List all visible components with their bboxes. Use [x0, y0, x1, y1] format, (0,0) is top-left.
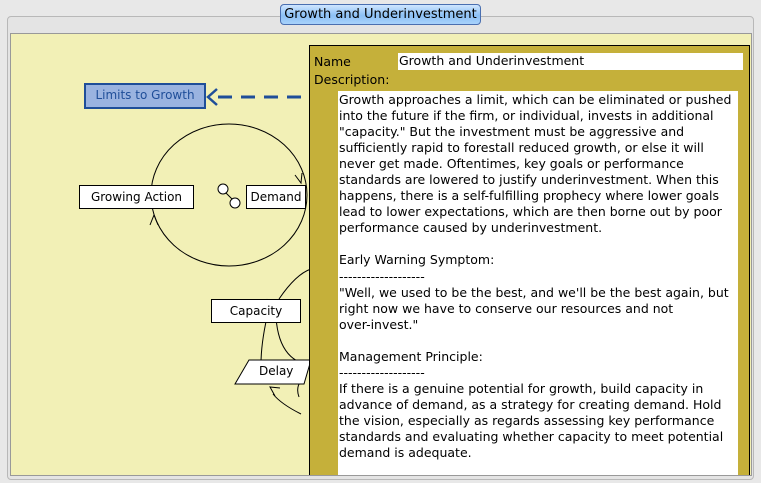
tab-growth-and-underinvestment[interactable]: Growth and Underinvestment: [280, 4, 481, 25]
limits-to-growth-link[interactable]: Limits to Growth: [84, 83, 206, 109]
name-field[interactable]: Growth and Underinvestment: [398, 53, 743, 70]
description-popup: Name Growth and Underinvestment Descript…: [309, 45, 750, 475]
name-label: Name: [314, 54, 351, 69]
node-delay[interactable]: Delay: [259, 364, 294, 378]
description-label: Description:: [314, 72, 390, 87]
delay-node-shape: [234, 359, 312, 385]
node-capacity[interactable]: Capacity: [211, 299, 301, 323]
description-textarea[interactable]: Growth approaches a limit, which can be …: [338, 91, 738, 475]
diagram-canvas[interactable]: Limits to Growth Growing Action Demand C…: [10, 33, 752, 476]
node-demand[interactable]: Demand: [246, 185, 306, 209]
link-icon: [217, 183, 241, 209]
node-growing-action[interactable]: Growing Action: [79, 185, 194, 209]
